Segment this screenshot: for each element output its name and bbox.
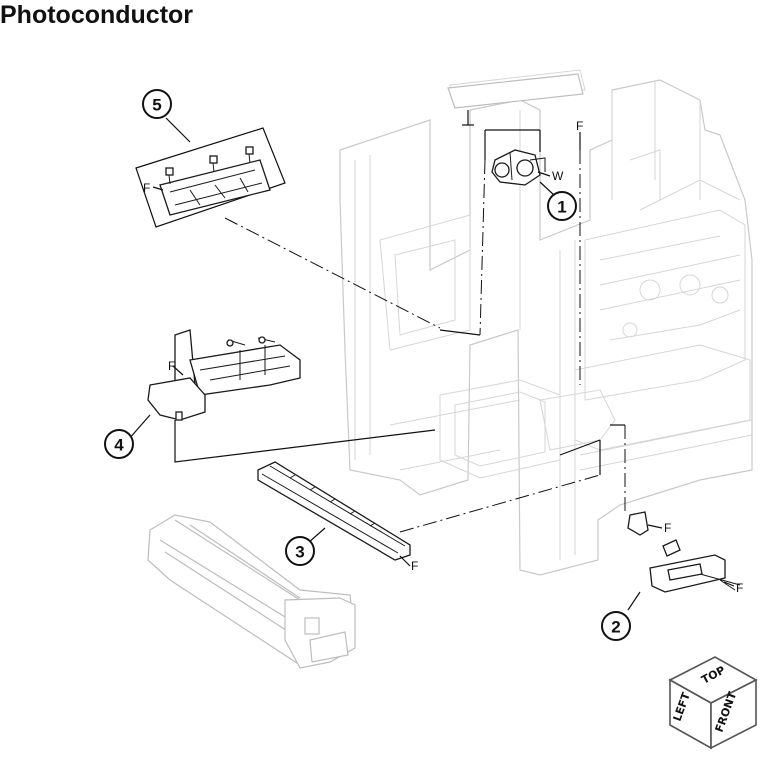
orientation-cube: TOP LEFT FRONT	[668, 656, 758, 750]
part-5-group: F	[135, 117, 286, 228]
label-f-2a: F	[664, 521, 671, 535]
label-f-2b: F	[736, 581, 743, 595]
label-f-3: F	[411, 559, 418, 573]
top-bracket: F	[447, 73, 584, 385]
label-f-4: F	[168, 359, 175, 373]
label-w: W	[552, 169, 564, 183]
part-2-group: F F	[610, 424, 743, 611]
callout-4: 4	[104, 429, 134, 459]
callout-1: 1	[547, 191, 577, 221]
page-title: Photoconductor	[0, 1, 194, 29]
callout-3: 3	[285, 536, 315, 566]
callout-2: 2	[601, 611, 631, 641]
printer-frame	[339, 69, 753, 576]
callout-5: 5	[142, 89, 172, 119]
svg-text:1: 1	[557, 198, 566, 217]
part-4-group: F	[127, 329, 436, 463]
label-f-top: F	[576, 119, 583, 133]
label-f-5: F	[143, 181, 150, 195]
svg-text:4: 4	[114, 436, 124, 455]
part-3-group: F	[257, 439, 601, 573]
svg-text:2: 2	[611, 618, 620, 637]
leader-5	[224, 217, 441, 329]
svg-text:5: 5	[152, 96, 161, 115]
svg-text:3: 3	[295, 543, 304, 562]
photoconductor-cartridge-ghost	[147, 514, 356, 669]
part-1-group: W	[439, 129, 564, 336]
